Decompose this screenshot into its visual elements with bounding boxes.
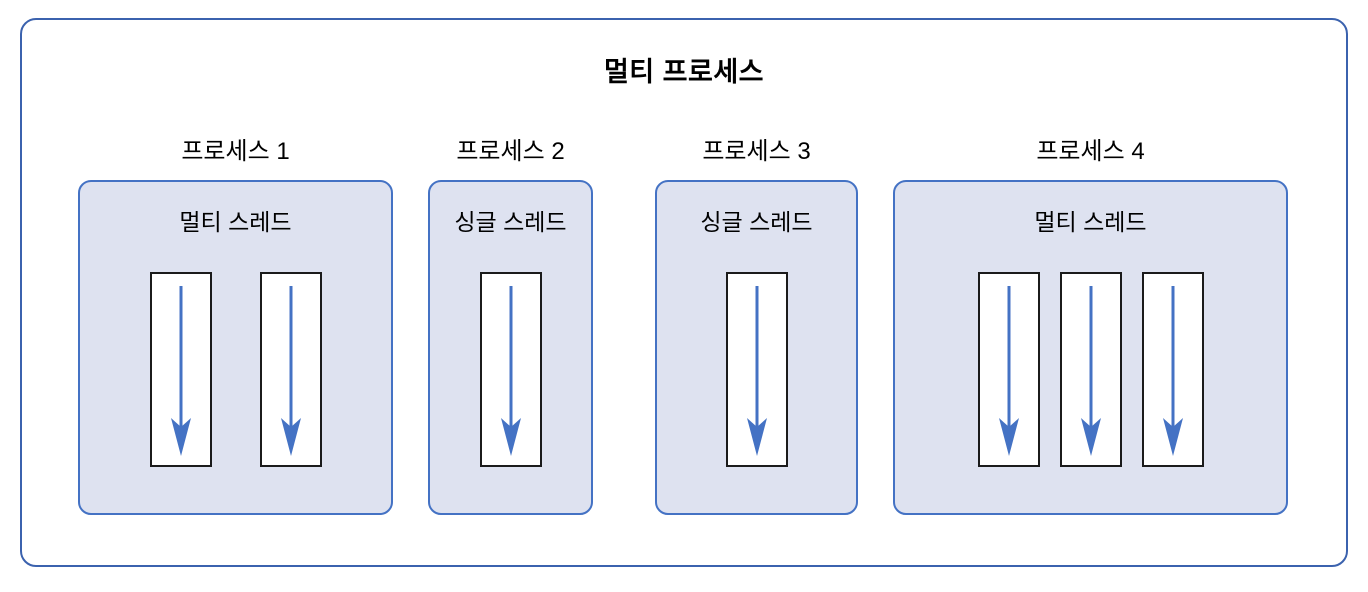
process-label-3: 프로세스 3 xyxy=(702,138,811,165)
thread-mode-label-2: 싱글 스레드 xyxy=(454,209,567,235)
thread-mode-label-3: 싱글 스레드 xyxy=(700,209,813,235)
down-arrow-icon xyxy=(500,286,521,456)
process-box-3[interactable]: 싱글 스레드 xyxy=(655,180,858,515)
thread-box[interactable] xyxy=(479,272,542,467)
thread-box[interactable] xyxy=(1141,272,1204,467)
down-arrow-icon xyxy=(1162,286,1183,456)
page-title: 멀티 프로세스 xyxy=(603,57,765,87)
thread-row-2 xyxy=(430,272,591,469)
thread-box[interactable] xyxy=(149,272,212,467)
process-label-4: 프로세스 4 xyxy=(1036,138,1145,165)
down-arrow-icon xyxy=(746,286,767,456)
process-box-4[interactable]: 멀티 스레드 xyxy=(893,180,1288,515)
thread-row-3 xyxy=(657,272,856,469)
process-label-2: 프로세스 2 xyxy=(456,138,565,165)
thread-row-1 xyxy=(80,272,391,469)
down-arrow-icon xyxy=(998,286,1019,456)
thread-mode-label-4: 멀티 스레드 xyxy=(1034,209,1147,235)
thread-box[interactable] xyxy=(259,272,322,467)
process-box-2[interactable]: 싱글 스레드 xyxy=(428,180,593,515)
thread-row-4 xyxy=(895,272,1286,469)
thread-box[interactable] xyxy=(725,272,788,467)
down-arrow-icon xyxy=(170,286,191,456)
down-arrow-icon xyxy=(1080,286,1101,456)
thread-box[interactable] xyxy=(1059,272,1122,467)
process-label-1: 프로세스 1 xyxy=(181,138,290,165)
process-box-1[interactable]: 멀티 스레드 xyxy=(78,180,393,515)
thread-mode-label-1: 멀티 스레드 xyxy=(179,209,292,235)
down-arrow-icon xyxy=(280,286,301,456)
thread-box[interactable] xyxy=(977,272,1040,467)
